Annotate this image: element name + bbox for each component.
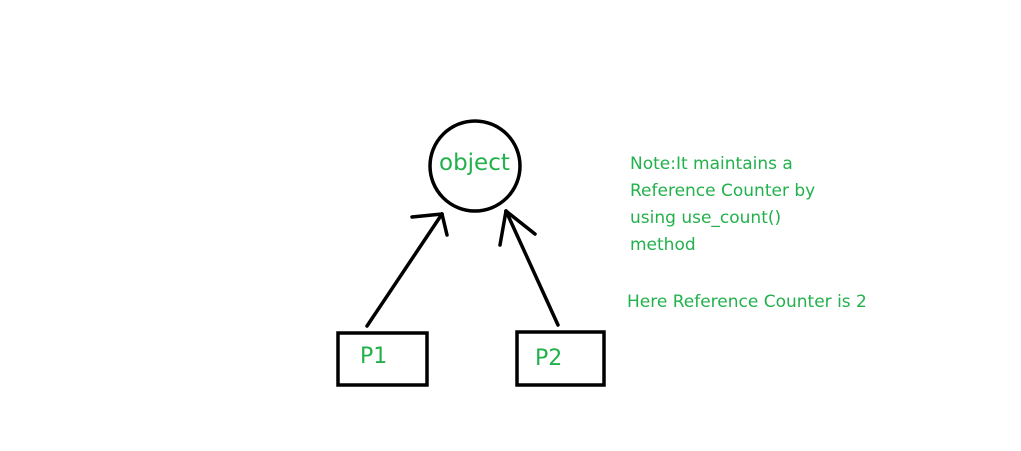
- p1-box: [336, 331, 429, 387]
- object-circle: [428, 119, 522, 213]
- note-line: Note:It maintains a: [630, 154, 793, 174]
- object-label: object: [439, 150, 510, 176]
- p2-label: P2: [535, 346, 563, 371]
- reference-counter-text: Here Reference Counter is 2: [627, 292, 867, 312]
- arrow-p2-to-object: [498, 209, 560, 327]
- note-text: Note:It maintains a Reference Counter by…: [630, 151, 815, 259]
- p1-label: P1: [360, 344, 388, 369]
- p2-box: [515, 330, 606, 387]
- note-line: method: [630, 235, 696, 255]
- arrow-p1-to-object: [365, 212, 449, 328]
- note-line: Reference Counter by: [630, 181, 816, 201]
- note-line: using use_count(): [630, 208, 782, 228]
